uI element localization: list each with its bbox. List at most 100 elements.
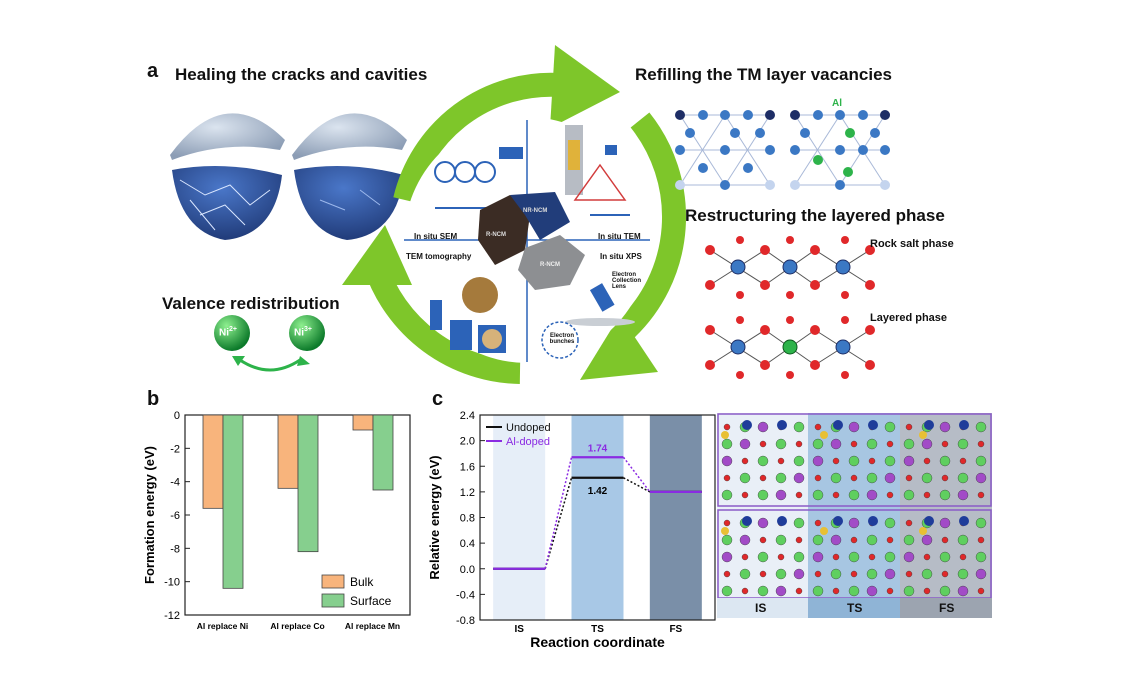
y-tick-label: -4 — [170, 477, 180, 489]
atom — [832, 587, 840, 595]
legend-swatch — [321, 574, 345, 589]
atom — [775, 585, 787, 597]
panel-a-graphics — [170, 45, 890, 384]
y-tick-label: -0.8 — [456, 615, 475, 627]
panel-c-letter: c — [432, 388, 444, 410]
atom — [793, 517, 805, 529]
x-tick-label: FS — [669, 624, 682, 635]
label-center-left: R-NCM — [486, 232, 506, 238]
atom — [795, 440, 803, 448]
atom — [795, 491, 803, 499]
atom — [739, 438, 751, 450]
atom — [830, 568, 842, 580]
legend-label: Al-doped — [506, 436, 550, 448]
atom — [923, 491, 931, 499]
atom — [723, 519, 731, 527]
atom — [977, 440, 985, 448]
atom — [742, 516, 752, 526]
ni3-label: Ni3+ — [294, 326, 312, 339]
atom — [886, 587, 894, 595]
cracked-particle — [170, 113, 285, 240]
legend-label: Bulk — [350, 575, 374, 589]
atom — [848, 517, 860, 529]
atom — [884, 568, 896, 580]
atom — [884, 455, 896, 467]
atom — [959, 457, 967, 465]
legend-label: Surface — [350, 594, 392, 608]
atom — [757, 421, 769, 433]
atom — [741, 587, 749, 595]
atom — [812, 585, 824, 597]
bar-bulk — [202, 414, 224, 509]
atom — [975, 472, 987, 484]
rock-salt-label: Rock salt phase — [870, 238, 954, 250]
rock-salt-structure — [705, 236, 875, 299]
atom — [941, 474, 949, 482]
atom — [775, 438, 787, 450]
x-tick-label: TS — [591, 624, 604, 635]
atom — [903, 534, 915, 546]
restructuring-title: Restructuring the layered phase — [685, 206, 945, 225]
atom — [905, 519, 913, 527]
label-electron-bunches: Electron bunches — [549, 333, 575, 345]
atom — [941, 440, 949, 448]
legend-swatch — [321, 593, 345, 608]
tem-column-icon — [565, 125, 630, 216]
tomography-particle — [462, 277, 498, 313]
label-sem: In situ SEM — [414, 232, 458, 241]
state-band — [649, 415, 702, 620]
atom — [850, 570, 858, 578]
atom — [757, 551, 769, 563]
atom — [905, 474, 913, 482]
atom — [921, 438, 933, 450]
y-tick-label: -12 — [164, 610, 180, 622]
atom — [820, 431, 828, 439]
data-label-aldoped: 1.74 — [588, 443, 608, 454]
y-tick-label: 2.0 — [460, 436, 475, 448]
atom — [775, 472, 787, 484]
atom — [903, 551, 915, 563]
atom — [957, 534, 969, 546]
atom — [939, 455, 951, 467]
atom — [814, 474, 822, 482]
atom — [957, 472, 969, 484]
atom — [957, 489, 969, 501]
atom — [884, 551, 896, 563]
atom — [975, 455, 987, 467]
atom — [830, 472, 842, 484]
atom — [820, 527, 828, 535]
atom — [921, 472, 933, 484]
atom — [884, 421, 896, 433]
state-band — [493, 415, 546, 620]
y-axis-label: Relative energy (eV) — [427, 455, 442, 579]
atom — [814, 519, 822, 527]
bar-bulk — [352, 414, 374, 431]
y-tick-label: -8 — [170, 543, 180, 555]
atom — [723, 423, 731, 431]
atom — [957, 438, 969, 450]
atom — [866, 472, 878, 484]
atom — [795, 587, 803, 595]
atom — [975, 551, 987, 563]
atom — [757, 455, 769, 467]
x-tick-label: Al replace Co — [270, 621, 324, 631]
atom — [957, 585, 969, 597]
atom — [757, 517, 769, 529]
atom — [975, 421, 987, 433]
atom — [959, 553, 967, 561]
atom — [848, 489, 860, 501]
atom — [977, 491, 985, 499]
bar-surface — [222, 414, 244, 589]
bar-surface — [297, 414, 319, 553]
atom — [924, 420, 934, 430]
atom — [919, 431, 927, 439]
atom — [739, 534, 751, 546]
atom — [850, 536, 858, 544]
atom — [830, 534, 842, 546]
atom — [833, 420, 843, 430]
y-tick-label: 0.0 — [460, 564, 475, 576]
center-particle-right-bottom — [518, 235, 585, 290]
atom — [939, 585, 951, 597]
atom — [959, 516, 969, 526]
x-tick-label: Al replace Mn — [345, 621, 400, 631]
